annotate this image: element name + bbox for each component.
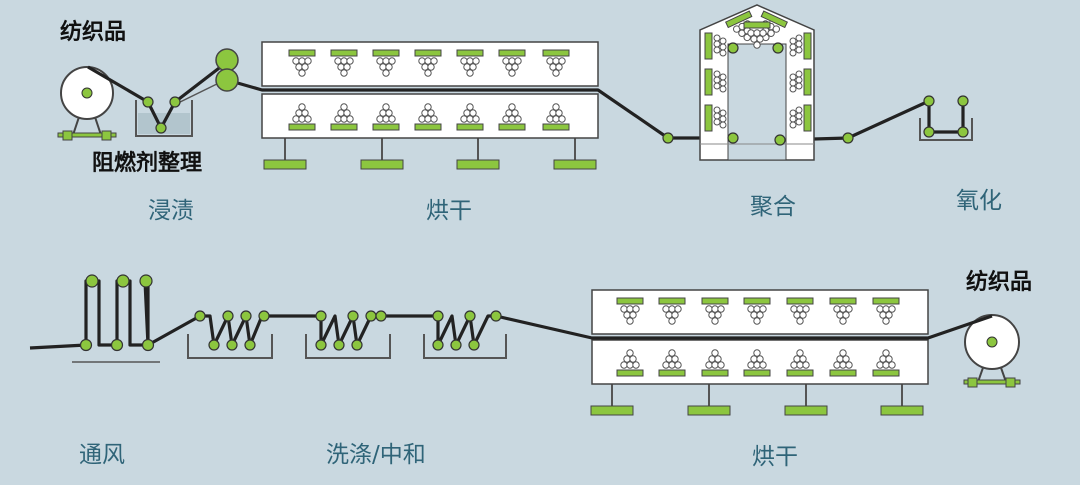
- input-fabric-roll: [57, 66, 117, 141]
- label-polymerization: 聚合: [750, 194, 796, 220]
- guide-rollers-row1: [142, 42, 969, 146]
- label-oxidation: 氧化: [956, 188, 1002, 214]
- label-drying-1: 烘干: [426, 198, 472, 224]
- label-drying-2: 烘干: [752, 444, 798, 470]
- label-textile-input: 纺织品: [60, 20, 127, 45]
- polymerization-chamber: [699, 4, 815, 161]
- dryer-2: [590, 289, 929, 416]
- dryer-1: [261, 41, 599, 170]
- washing-bath-1: [187, 334, 273, 359]
- guide-rollers-row2: [79, 274, 502, 352]
- neutralizing-bath: [423, 334, 507, 359]
- label-flame-retardant-finish: 阻燃剂整理: [92, 151, 203, 176]
- label-textile-output: 纺织品: [966, 270, 1033, 295]
- squeeze-rollers: [215, 48, 239, 92]
- washing-bath-2: [305, 334, 391, 359]
- output-fabric-roll: [963, 314, 1021, 388]
- oxidation-bath: [919, 118, 973, 141]
- label-ventilation: 通风: [79, 442, 125, 468]
- label-impregnation: 浸渍: [148, 198, 194, 224]
- label-washing-neutralizing: 洗涤/中和: [326, 442, 426, 468]
